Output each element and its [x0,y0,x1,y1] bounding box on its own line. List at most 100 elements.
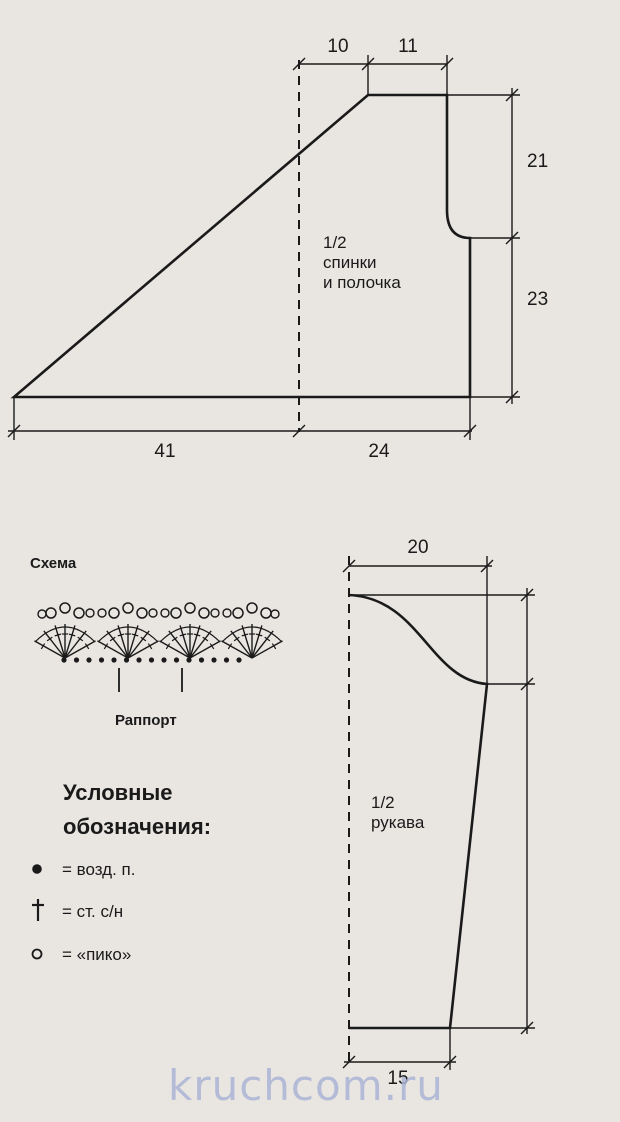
double-crochet-bar [68,633,76,637]
picot-circle [246,602,258,614]
double-crochet-bar [165,643,171,650]
double-crochet-stroke [168,630,191,659]
double-crochet-bar [171,636,178,642]
double-crochet-bar [233,636,240,642]
body-label-fraction: 1/2 [323,233,347,252]
chain-stitch-dot [161,657,167,663]
chain-stitch-dot [236,657,242,663]
double-crochet-bar [255,633,263,637]
double-crochet-stroke [251,625,263,659]
double-crochet-stroke [34,640,66,659]
double-crochet-stroke [221,640,253,659]
picot-circle [45,607,57,619]
double-crochet-bar [103,643,109,650]
double-crochet-bar [109,636,116,642]
picot-circle [85,608,95,618]
double-crochet-bar [84,643,90,650]
double-crochet-stroke [159,640,191,659]
chain-stitch-dot [73,657,80,663]
scheme-chart [34,602,283,663]
fan-arc [221,626,283,643]
double-crochet-bar [227,643,233,650]
chain-stitch-dot-icon [32,864,42,874]
double-crochet-stroke [54,625,66,659]
repeat-label: Раппорт [115,712,177,729]
double-crochet-bar [77,636,84,642]
chain-stitch-dot [148,657,155,663]
double-crochet-stroke [251,640,283,659]
double-crochet-stroke [106,630,129,659]
body-dimension-lines [7,55,520,440]
chain-stitch-dot [198,657,205,663]
legend-title-line2: обозначения: [63,814,211,839]
double-crochet-bar [241,633,249,637]
double-crochet-bar [46,636,53,642]
double-crochet-stroke [251,630,274,659]
double-crochet-stroke [127,640,159,659]
body-label-line3: и полочка [323,273,401,292]
double-crochet-bar [209,643,215,650]
body-label-line2: спинки [323,253,377,272]
double-crochet-stroke [189,640,221,659]
double-crochet-stroke [64,625,76,659]
legend-item-double-crochet: = ст. с/н [62,902,123,921]
picot-circle [222,608,232,618]
sleeve-piece [348,556,489,1062]
picot-circle [210,608,220,618]
fan-arc [97,626,159,643]
double-crochet-bar [40,643,46,650]
chain-stitch-dot [86,657,92,663]
picot-circle [232,607,244,619]
picot-circle [148,608,158,618]
picot-circle [170,607,182,619]
sleeve-outline [348,593,489,1030]
legend-title-line1: Условные [63,780,173,805]
double-crochet-bar [140,636,147,642]
scheme-title: Схема [30,555,77,572]
double-crochet-bar [147,643,153,650]
picot-circle-icon [31,948,43,960]
double-crochet-stroke [97,640,129,659]
double-crochet-stroke [189,630,212,659]
double-crochet-stroke [43,630,66,659]
double-crochet-stroke [64,630,87,659]
double-crochet-bar [179,633,187,637]
double-crochet-stroke [117,625,129,659]
picot-circle [260,607,272,619]
double-crochet-bar [117,633,125,637]
body-piece [10,60,472,432]
picot-circle [184,602,196,614]
double-crochet-stroke [64,640,96,659]
picot-circle [270,609,280,619]
legend-item-chain: = возд. п. [62,860,135,879]
chain-stitch-dot [61,657,67,663]
repeat-markers [118,668,183,692]
dim-right-lower: 23 [527,289,548,310]
dim-top-left: 10 [327,36,348,57]
body-outline [10,93,472,399]
sleeve-dimension-lines [342,556,535,1070]
double-crochet-stroke [230,630,253,659]
chain-stitch-dot [211,657,217,663]
dim-right-upper: 21 [527,151,548,172]
double-crochet-bar [193,633,201,637]
legend-item-picot: = «пико» [62,945,131,964]
chain-stitch-dot [173,657,180,663]
sleeve-dim-top: 20 [407,537,428,558]
double-crochet-bar [131,633,139,637]
chain-stitch-dot [223,657,230,663]
picot-circle [59,602,71,614]
double-crochet-stroke [241,625,253,659]
chain-stitch-dot [186,657,192,663]
double-crochet-bar [54,633,62,637]
picot-circle [198,607,210,619]
picot-circle [122,602,134,614]
dim-bottom-right: 24 [368,441,390,462]
sleeve-label-line2: рукава [371,813,425,832]
double-crochet-dagger-icon [32,899,44,921]
picot-circle [73,607,85,619]
double-crochet-stroke [127,630,150,659]
sleeve-dim-bottom: 15 [387,1068,408,1089]
chain-stitch-dot [98,657,105,663]
picot-circle [37,609,47,619]
